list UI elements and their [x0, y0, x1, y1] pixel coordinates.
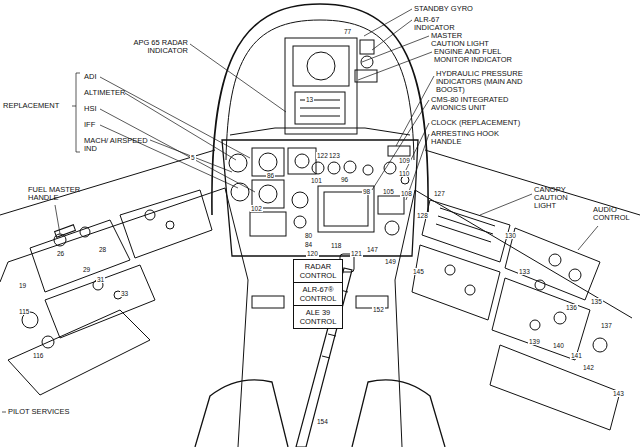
callout-number: 80	[304, 232, 313, 239]
callout-number: 142	[582, 364, 595, 371]
callout-number: 110	[398, 170, 410, 177]
callout-label: IFF	[84, 121, 124, 129]
callout-number: 84	[304, 241, 313, 248]
box-label: ALE 39 CONTROL	[294, 308, 342, 326]
callout-label: ALTIMETER	[84, 89, 134, 97]
callout-number: 108	[400, 190, 413, 197]
callout-number: 128	[416, 212, 429, 219]
callout-number: 31	[96, 276, 105, 283]
callout-number: 28	[98, 246, 107, 253]
callout-label: ARRESTING HOOK HANDLE	[431, 130, 501, 146]
callout-number: 143	[612, 390, 625, 397]
callout-number: 154	[316, 418, 329, 425]
box-label: RADAR CONTROL	[294, 262, 342, 280]
callout-number: 101	[310, 177, 323, 184]
callout-number: 115	[18, 308, 30, 315]
callout-label: STANDBY GYRO	[414, 5, 504, 13]
callout-number: 139	[528, 338, 541, 345]
callout-number: 77	[343, 28, 352, 35]
callout-number: 118	[330, 242, 342, 249]
callout-label: CANOPY CAUTION LIGHT	[534, 186, 590, 210]
callout-number: 33	[120, 290, 129, 297]
callout-number: 19	[18, 282, 27, 289]
callout-number: 141	[570, 352, 583, 359]
callout-label: MASTER CAUTION LIGHT	[431, 32, 491, 48]
callout-number: 135	[590, 298, 603, 305]
callout-number: 121	[350, 250, 363, 257]
control-box: ALE 39 CONTROL	[293, 305, 343, 329]
callout-number: 13	[305, 96, 314, 103]
callout-number: 133	[518, 268, 531, 275]
callout-number: 145	[412, 268, 425, 275]
callout-label: ADI	[84, 73, 124, 81]
callout-label: ENGINE AND FUEL MONITOR INDICATOR	[434, 48, 534, 64]
box-label: ALR-67® CONTROL	[294, 285, 342, 303]
callout-number: 136	[565, 304, 578, 311]
callout-label: MACH/ AIRSPEED IND	[84, 137, 148, 153]
callout-number: 137	[600, 322, 613, 329]
callout-label: APG 65 RADAR INDICATOR	[118, 39, 188, 55]
callout-number: 149	[384, 258, 397, 265]
callout-number: 29	[82, 266, 91, 273]
callout-number: 130	[504, 232, 517, 239]
callout-label: HSI	[84, 105, 124, 113]
callout-label: HYDRAULIC PRESSURE INDICATORS (MAIN AND …	[436, 70, 546, 94]
control-box: RADAR CONTROL	[293, 259, 343, 283]
callout-number: 123	[328, 152, 341, 159]
callout-label: CLOCK (REPLACEMENT)	[431, 119, 541, 127]
callout-label: AUDIO CONTROL	[593, 206, 635, 222]
callout-number: 120	[306, 250, 319, 257]
callout-number: 86	[266, 172, 275, 179]
callout-label: PILOT SERVICES	[8, 408, 88, 416]
callout-label: FUEL MASTER HANDLE	[28, 186, 88, 202]
callout-number: 5	[190, 154, 196, 161]
callout-number: 109	[398, 157, 411, 164]
callout-number: 102	[250, 205, 263, 212]
callout-label: CMS-80 INTEGRATED AVIONICS UNIT	[431, 96, 531, 112]
callout-number: 127	[433, 190, 446, 197]
callout-label: REPLACEMENT	[3, 102, 73, 110]
callout-number: 105	[382, 188, 395, 195]
control-box: ALR-67® CONTROL	[293, 282, 343, 306]
callout-number: 116	[32, 352, 44, 359]
callout-number: 140	[552, 342, 565, 349]
callout-label: ALR-67 INDICATOR	[414, 16, 454, 32]
callout-number: 26	[56, 250, 65, 257]
callout-number: 98	[362, 188, 371, 195]
callout-number: 152	[372, 306, 385, 313]
callout-number: 96	[340, 176, 349, 183]
callout-number: 147	[366, 246, 379, 253]
callout-number: 122	[316, 152, 329, 159]
